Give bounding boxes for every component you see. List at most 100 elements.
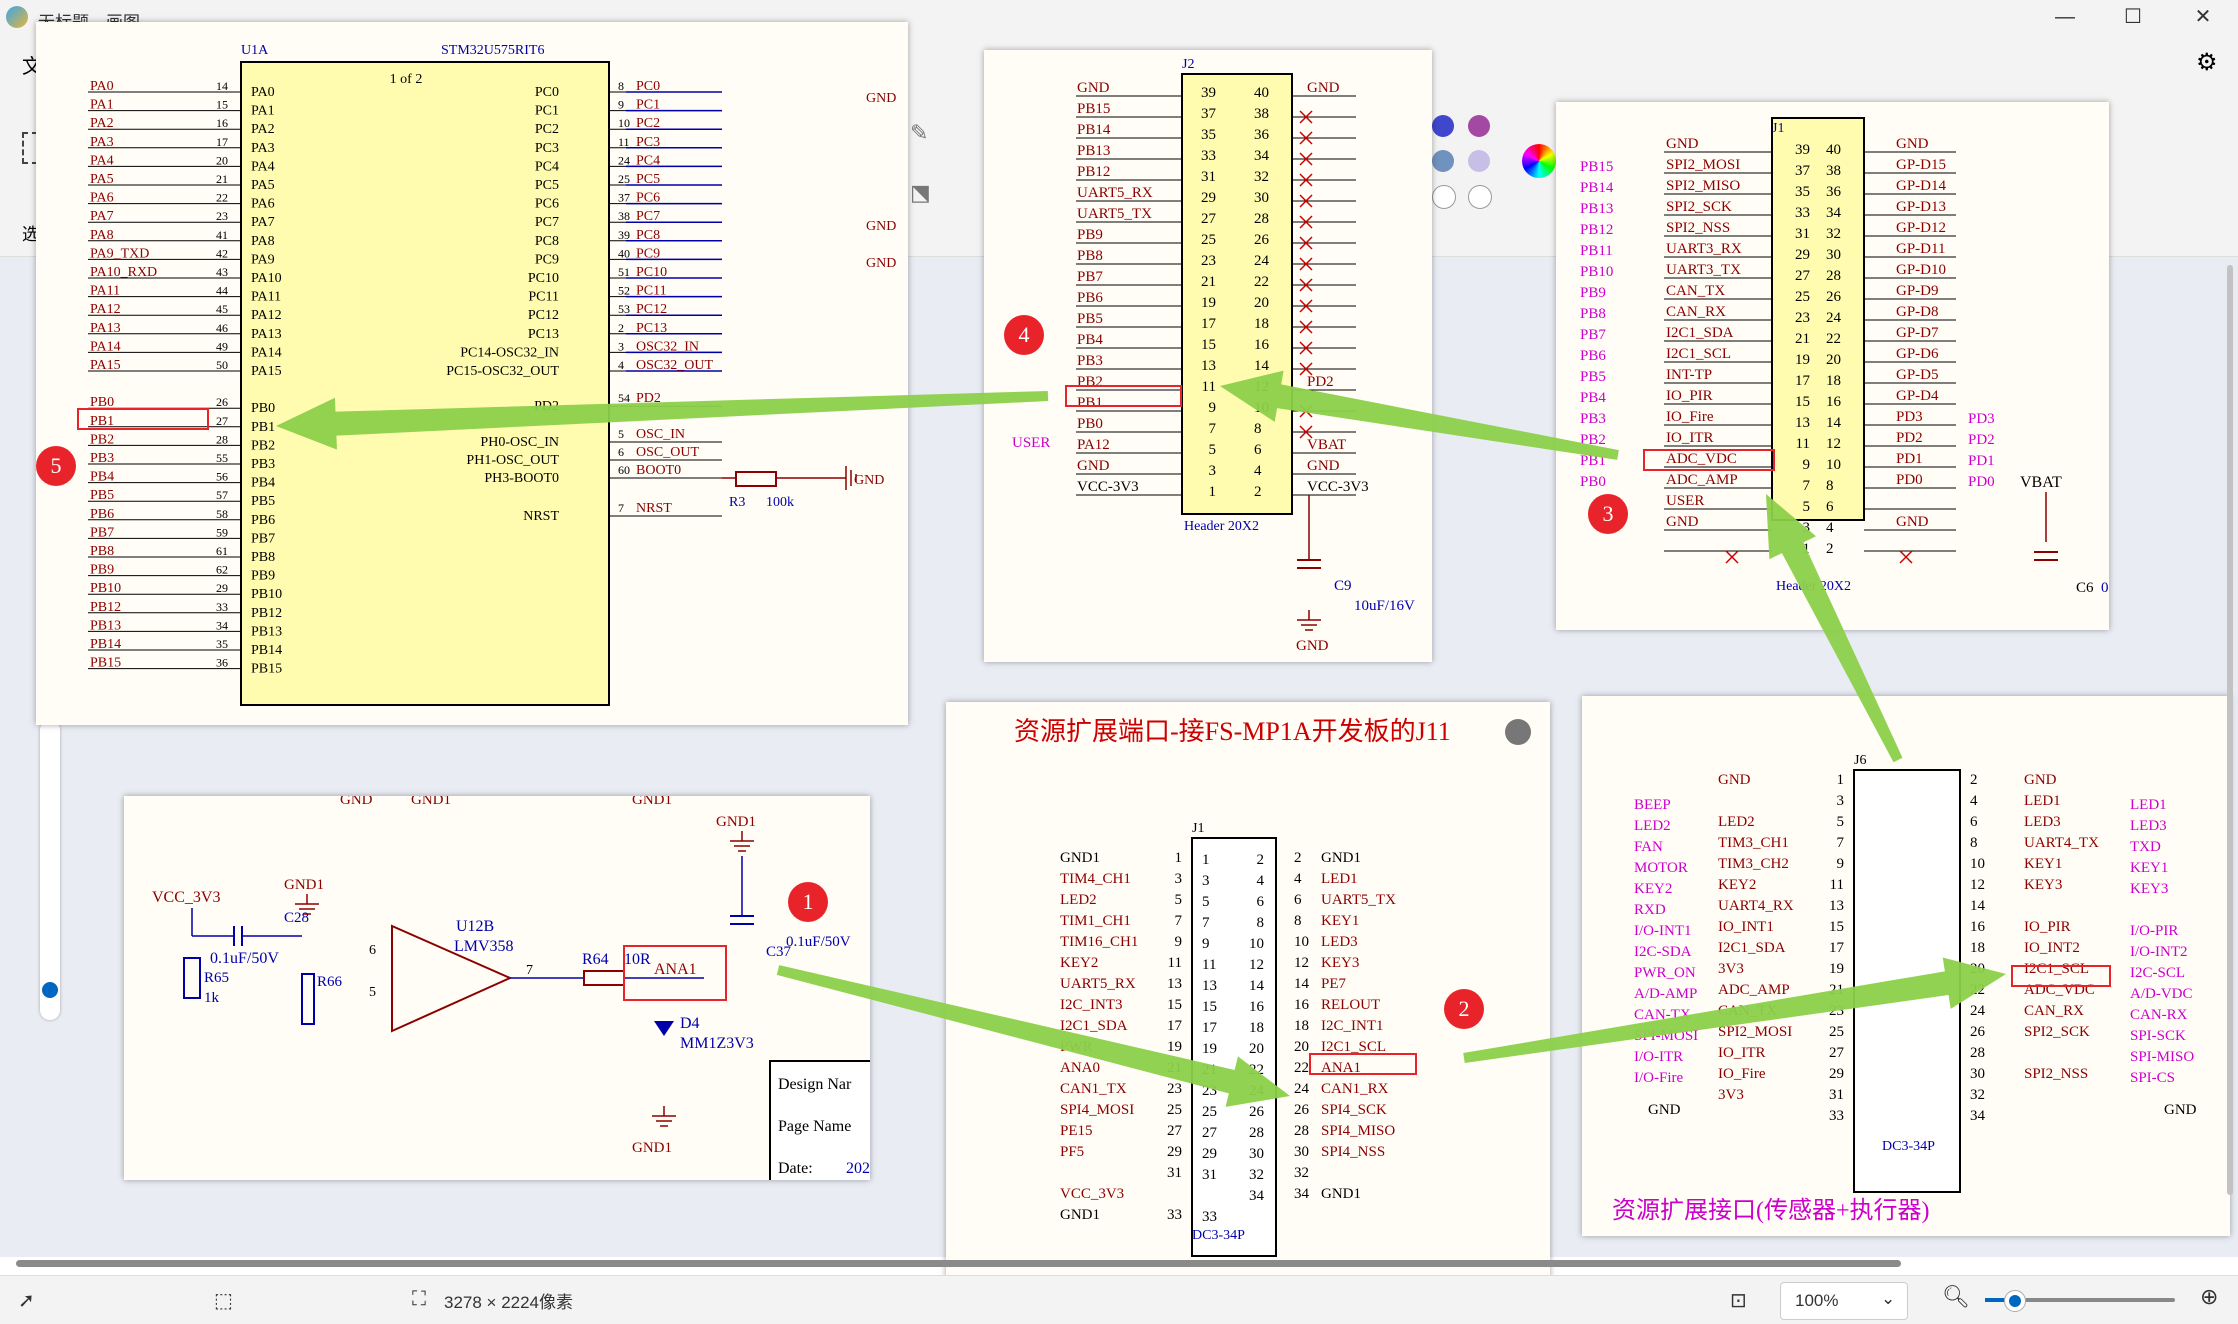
j6-pink-label: I/O-ITR — [1634, 1049, 1683, 1065]
u1a-pin-label: PA4 — [251, 159, 275, 174]
j2-pin-number: 19 — [1201, 295, 1216, 311]
j6-pink-label: A/D-AMP — [1634, 986, 1697, 1002]
fit-to-window-icon[interactable]: ⊡ — [1730, 1290, 1747, 1312]
j6-net-label: ADC_AMP — [1718, 982, 1790, 998]
j2-pin-number: 2 — [1254, 484, 1262, 500]
color-swatch-2[interactable] — [1468, 115, 1490, 137]
j1-bottom-net-label: CAN1_TX — [1060, 1081, 1127, 1097]
j1-bottom-net-label: LED2 — [1060, 892, 1097, 908]
minimize-button[interactable]: — — [2055, 6, 2075, 28]
shape-tool-icon[interactable]: ⬔ — [910, 180, 931, 205]
r66-potentiometer — [301, 973, 315, 1025]
u1a-net-label: PA10_RXD — [90, 265, 157, 280]
j1-bottom-net-label: I2C_INT1 — [1321, 1018, 1384, 1034]
j1-bottom-pin-number: 5 — [1202, 894, 1210, 910]
j1-top-net-label: I2C1_SDA — [1666, 325, 1734, 341]
j1-top-pin-number: 20 — [1826, 352, 1841, 368]
j6-net-label: ADC_VDC — [2024, 982, 2095, 998]
j6-pink-label: MOTOR — [1634, 860, 1688, 876]
u1a-net-label: PC0 — [636, 79, 660, 94]
zoom-select[interactable]: 100% ⌄ — [1780, 1282, 1908, 1320]
vertical-zoom-slider[interactable] — [40, 720, 60, 1020]
j1-top-net-label: GP-D4 — [1896, 388, 1939, 404]
no-connect-mark — [1299, 320, 1313, 334]
j2-pin-number: 23 — [1201, 253, 1216, 269]
j2-pin-number: 25 — [1201, 232, 1216, 248]
c37-value: 0.1uF/50V — [786, 934, 851, 950]
u1a-net-label: PB5 — [90, 488, 114, 503]
u1a-net-label: PB7 — [90, 525, 114, 540]
j1-top-net-label: UART3_TX — [1666, 262, 1741, 278]
u1a-net-label: PB9 — [90, 563, 114, 578]
u1a-pin-label: PH3-BOOT0 — [484, 471, 559, 486]
maximize-button[interactable]: ☐ — [2124, 6, 2142, 28]
j6-footer: DC3-34P — [1882, 1139, 1935, 1154]
zoom-slider-thumb[interactable] — [2004, 1290, 2026, 1312]
c6-value: 0.1uF/50V — [2101, 580, 2109, 596]
color-swatch-5[interactable] — [1432, 185, 1456, 209]
color-swatch-1[interactable] — [1432, 115, 1454, 137]
j2-net-label: UART5_TX — [1077, 206, 1152, 222]
u1a-net-label: PA14 — [90, 339, 121, 354]
j6-pin-number: 30 — [1970, 1066, 1985, 1082]
c9-label: C9 — [1334, 578, 1352, 594]
close-button[interactable]: ✕ — [2194, 6, 2212, 28]
j1-top-net-label: GP-D6 — [1896, 346, 1939, 362]
settings-gear-icon[interactable]: ⚙ — [2196, 49, 2218, 76]
j1-bottom-pin-number: 28 — [1249, 1125, 1264, 1141]
edit-colors-icon[interactable] — [1522, 144, 1556, 178]
color-swatch-3[interactable] — [1432, 150, 1454, 172]
canvas-size-icon: ⛶ — [412, 1288, 426, 1310]
u1a-pin-number: 33 — [216, 600, 228, 614]
u1a-net-label: PB2 — [90, 432, 114, 447]
j6-pin-number: 3 — [1837, 793, 1845, 809]
u1a-net-label: PB8 — [90, 544, 114, 559]
zoom-out-button[interactable]: 🔍︎ — [1942, 1284, 1970, 1309]
u1a-pin-number: 57 — [216, 488, 228, 502]
zoom-slider-knob[interactable] — [42, 982, 58, 998]
j6-pin-number: 21 — [1829, 982, 1844, 998]
j6-pin-number: 14 — [1970, 898, 1986, 914]
j1-top-net-label: GP-D12 — [1896, 220, 1946, 236]
u1a-net-label: PA1 — [90, 98, 114, 113]
j1-bottom-pin-number: 31 — [1202, 1167, 1217, 1183]
u1a-pin-label: PC11 — [528, 290, 559, 305]
j6-pin-number: 25 — [1829, 1024, 1844, 1040]
j1-bottom-pin-number: 2 — [1257, 852, 1265, 868]
u1a-net-label: PC7 — [636, 209, 660, 224]
j2-net-label: UART5_RX — [1077, 185, 1153, 201]
badge-1: 1 — [788, 882, 828, 922]
j1-top-net-label: I2C1_SCL — [1666, 346, 1731, 362]
j6-net-label: LED3 — [2024, 814, 2061, 830]
zoom-in-button[interactable]: ⊕ — [2200, 1284, 2219, 1309]
j1-bottom-pin-number: 21 — [1202, 1062, 1217, 1078]
no-connect-mark — [1299, 131, 1313, 145]
j1-bottom-pin-number: 26 — [1294, 1102, 1310, 1118]
vertical-scrollbar[interactable] — [2225, 265, 2235, 1255]
j1-bottom-pin-number: 18 — [1294, 1018, 1309, 1034]
j1-bottom-pin-number: 22 — [1249, 1062, 1264, 1078]
j2-pin-number: 27 — [1201, 211, 1217, 227]
j2-pin-number: 9 — [1209, 400, 1217, 416]
j2-pin-number: 32 — [1254, 169, 1269, 185]
r64-label: R64 — [582, 951, 609, 968]
horizontal-scrollbar[interactable] — [16, 1258, 2216, 1268]
canvas-dimensions: 3278 × 2224像素 — [444, 1293, 574, 1312]
vertical-scroll-thumb[interactable] — [2227, 265, 2233, 1195]
j6-pink-label: A/D-VDC — [2130, 986, 2193, 1002]
j1-top-net-label: GND — [1896, 514, 1929, 530]
j6-net-label: LED2 — [1718, 814, 1755, 830]
horizontal-scroll-thumb[interactable] — [16, 1260, 1901, 1267]
j1-bottom-pin-number: 19 — [1202, 1041, 1217, 1057]
color-swatch-4[interactable] — [1468, 150, 1490, 172]
j1-bottom-pin-number: 3 — [1202, 873, 1210, 889]
color-swatch-6[interactable] — [1468, 185, 1492, 209]
u1a-pin-label: PB6 — [251, 513, 275, 528]
u1a-pin-number: 3 — [618, 339, 624, 353]
chevron-down-icon: ⌄ — [1881, 1289, 1896, 1308]
brush-tool-icon[interactable]: ✎ — [910, 120, 929, 145]
j6-net-label: TIM3_CH2 — [1718, 856, 1789, 872]
zoom-slider[interactable] — [1985, 1290, 2175, 1312]
